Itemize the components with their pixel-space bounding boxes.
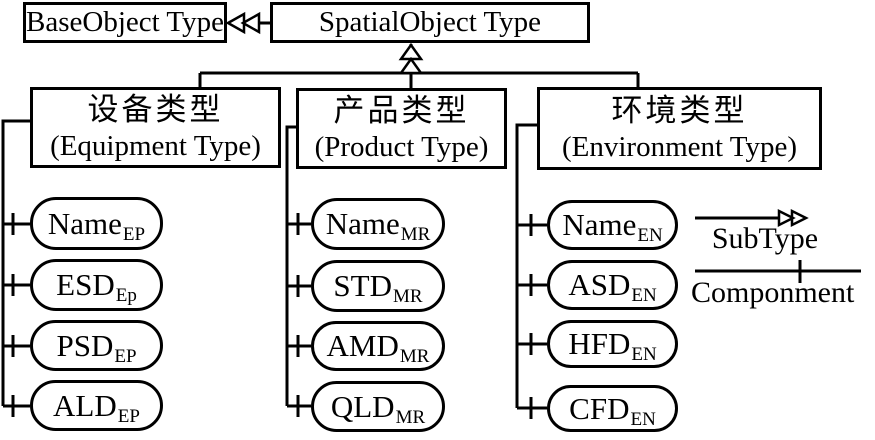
legend-subtype-label: SubType bbox=[711, 222, 819, 255]
attribute-label: AMD bbox=[326, 328, 399, 363]
arrowhead-left-inner bbox=[240, 11, 261, 35]
attribute-subscript: EN bbox=[631, 344, 657, 365]
environment-type-title-zh: 环境类型 bbox=[611, 93, 748, 129]
attribute-label: Name bbox=[562, 207, 637, 242]
attribute-subscript: EN bbox=[631, 285, 657, 306]
attribute-subscript: EP bbox=[114, 345, 137, 367]
attribute-label: HFD bbox=[568, 326, 631, 361]
attribute-label: ESD bbox=[56, 267, 115, 302]
attribute-subscript: MR bbox=[399, 346, 430, 367]
node-spatialobject-type: SpatialObject Type bbox=[270, 2, 590, 43]
attribute-subscript: MR bbox=[400, 224, 431, 245]
equipment-type-title-zh: 设备类型 bbox=[87, 92, 224, 128]
attribute-subscript: MR bbox=[395, 406, 426, 428]
product-type-title-zh: 产品类型 bbox=[333, 93, 470, 129]
attribute-subscript: EN bbox=[630, 408, 656, 430]
component-trunk-product bbox=[285, 125, 311, 417]
legend-component-label: Componment bbox=[691, 276, 855, 309]
attribute-label: CFD bbox=[569, 390, 630, 426]
legend-component-line bbox=[695, 260, 861, 283]
attribute-label: Name bbox=[47, 205, 122, 241]
attribute-label: STD bbox=[333, 268, 392, 303]
attribute-subscript: EN bbox=[637, 225, 663, 246]
attribute-subscript: EP bbox=[117, 405, 140, 427]
component-trunk-environment bbox=[515, 123, 547, 419]
attribute-subscript: EP bbox=[122, 223, 146, 245]
node-baseobject-type: BaseObject Type bbox=[23, 2, 227, 43]
equipment-type-title-en: (Equipment Type) bbox=[50, 129, 261, 162]
arrowhead-up-inner bbox=[398, 56, 424, 75]
node-equipment-type: 设备类型 (Equipment Type) bbox=[30, 87, 281, 168]
attribute-label: ASD bbox=[568, 267, 631, 302]
attribute-label: Name bbox=[325, 206, 400, 241]
attribute-subscript: Ep bbox=[115, 285, 137, 306]
node-environment-type: 环境类型 (Environment Type) bbox=[537, 87, 822, 170]
node-product-type: 产品类型 (Product Type) bbox=[296, 88, 507, 169]
attribute-label: PSD bbox=[56, 327, 114, 363]
legend-arrowhead-inner bbox=[777, 208, 796, 228]
attribute-label: QLD bbox=[330, 388, 395, 424]
component-trunk-equipment bbox=[1, 119, 30, 417]
environment-type-title-en: (Environment Type) bbox=[561, 130, 798, 163]
attribute-subscript: MR bbox=[393, 286, 423, 307]
subtype-bus-line bbox=[198, 71, 640, 88]
attribute-label: ALD bbox=[53, 387, 117, 423]
product-type-title-en: (Product Type) bbox=[314, 130, 489, 163]
